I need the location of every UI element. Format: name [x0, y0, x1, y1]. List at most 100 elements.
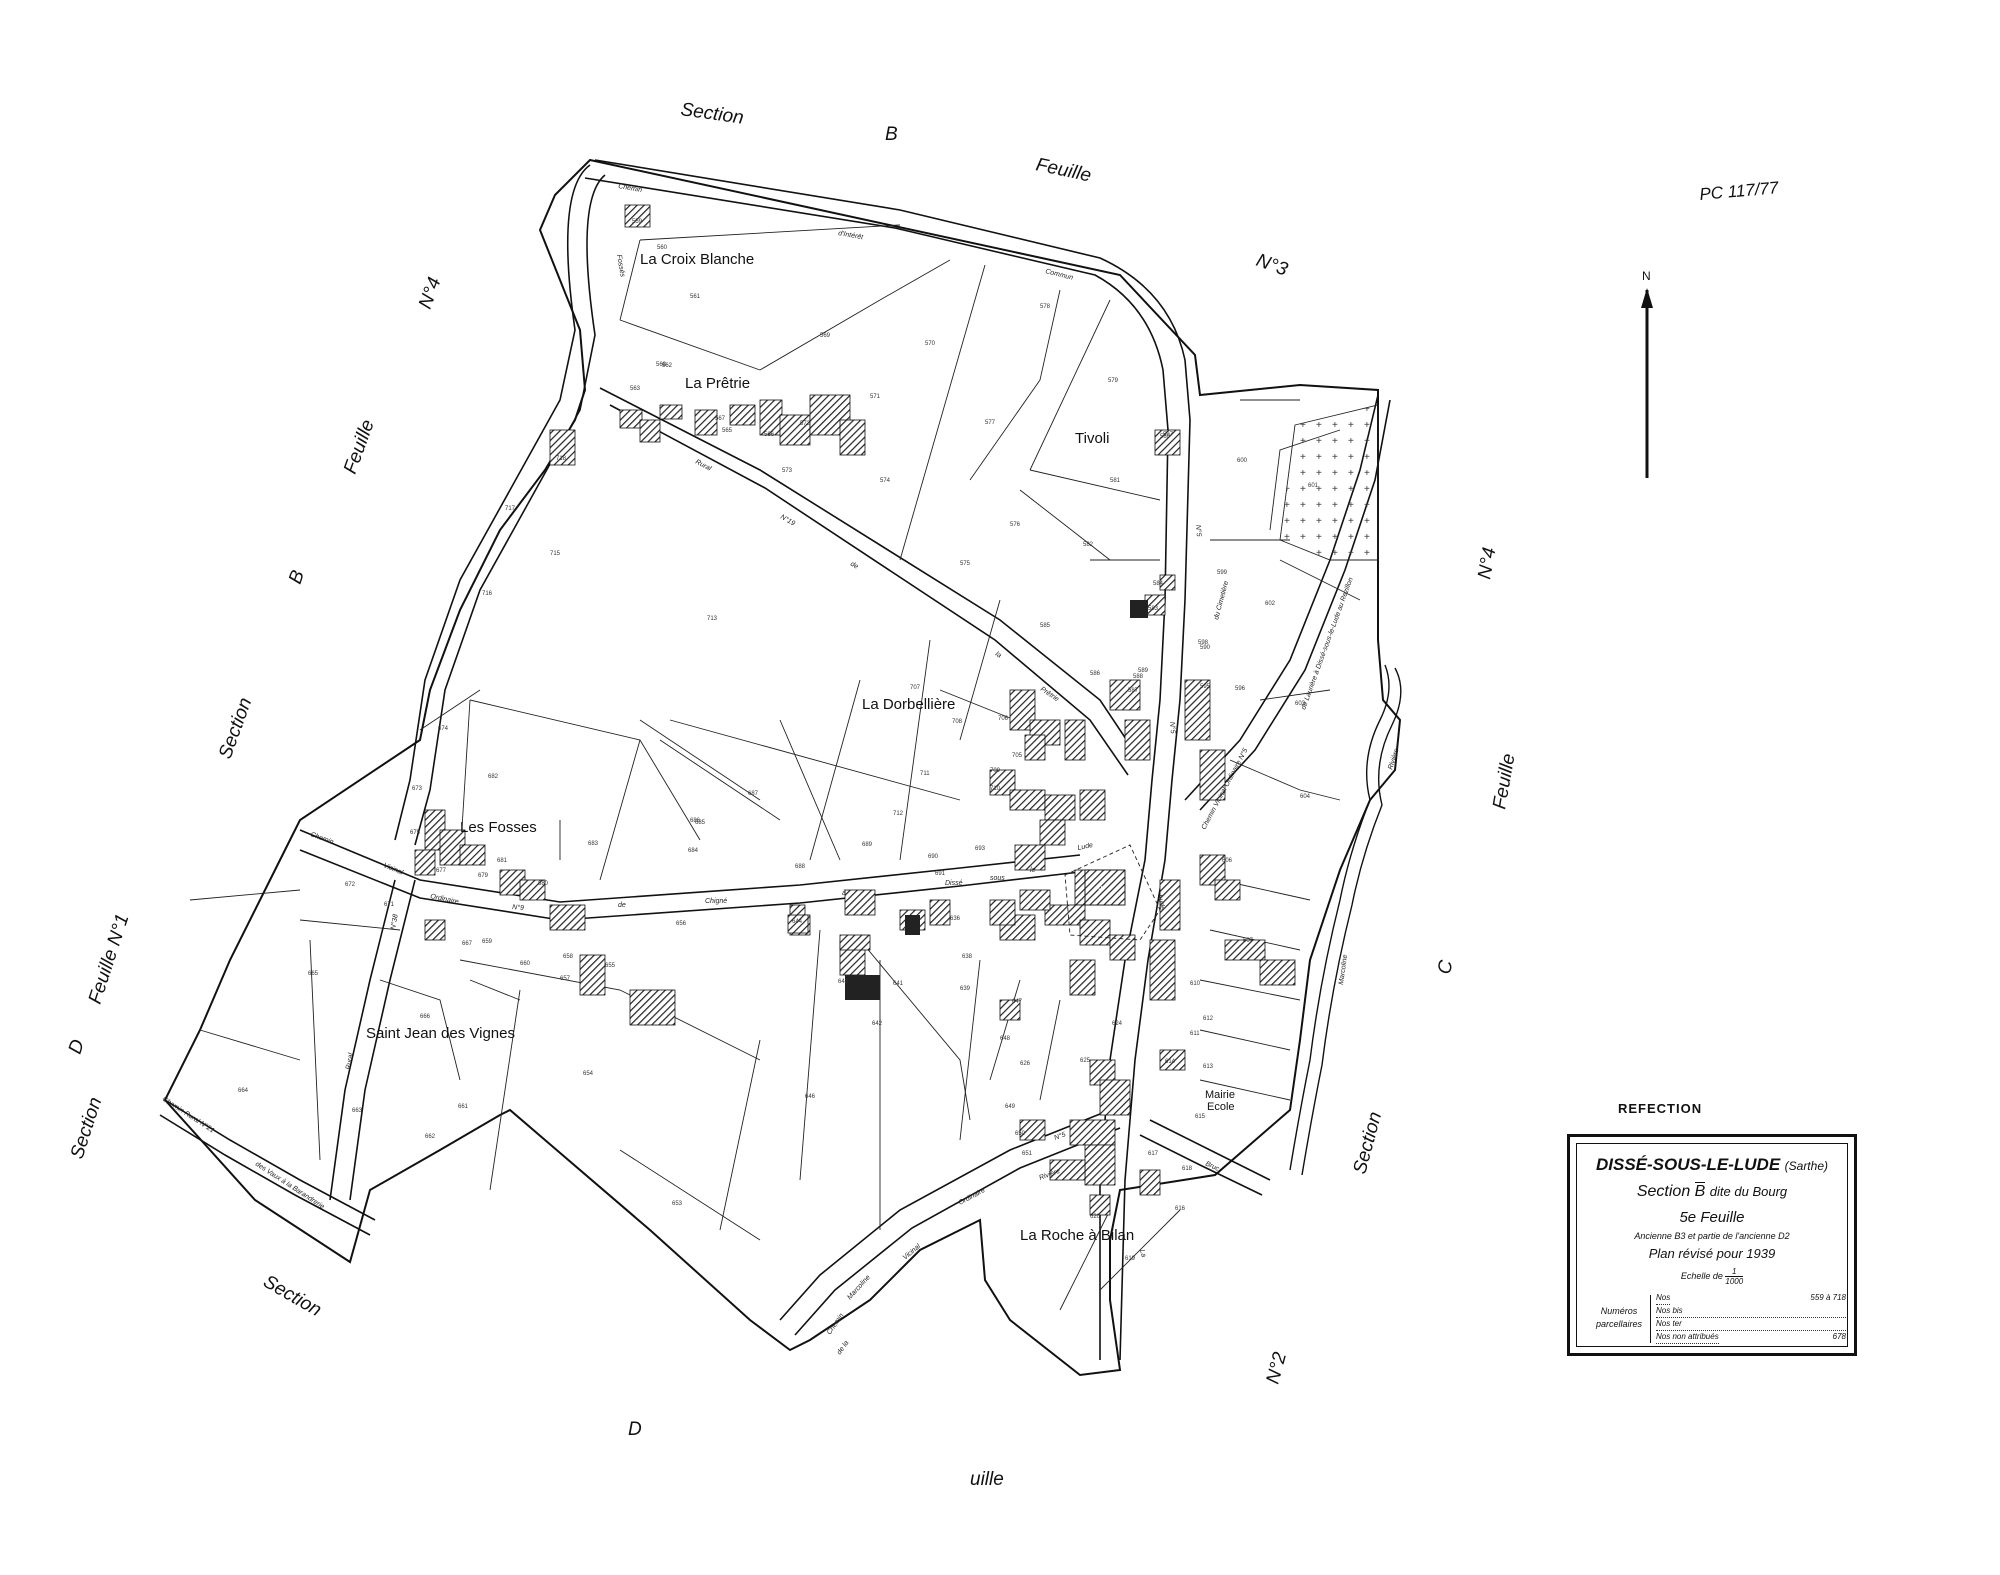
- road-label-ordinaire-b: Ordinaire: [958, 1187, 987, 1207]
- church-enclosure: [1064, 844, 1161, 941]
- parcel-number: 710: [990, 786, 1001, 792]
- parcel-number: 580: [1160, 434, 1171, 440]
- cartouche-row: Nos bis: [1656, 1305, 1846, 1318]
- cartouche-dept: (Sarthe): [1784, 1159, 1828, 1173]
- cartouche-section-letter: B: [1694, 1182, 1706, 1200]
- parcel-number: 661: [458, 1104, 469, 1110]
- parcel-number: 576: [1010, 522, 1021, 528]
- road-label-n5c: N°5: [1053, 1130, 1067, 1142]
- cartouche-commune: DISSÉ-SOUS-LE-LUDE: [1596, 1155, 1781, 1174]
- parcel-number: 664: [238, 1088, 249, 1094]
- parcel-number: 614: [1165, 1059, 1176, 1065]
- parcel-number: 601: [1308, 483, 1319, 489]
- parcel-number: 585: [1040, 623, 1051, 629]
- road-label-commun: Commun: [1045, 268, 1074, 282]
- parcel-number: 559: [632, 219, 643, 225]
- top-number-label: N°3: [1253, 250, 1291, 281]
- parcel-number: 682: [488, 774, 499, 780]
- cartouche-feuille: 5e Feuille: [1679, 1209, 1745, 1226]
- place-saint-jean: Saint Jean des Vignes: [366, 1025, 515, 1042]
- bottom-d-letter: D: [628, 1419, 642, 1440]
- road-label-rural-b: Rural: [345, 1052, 355, 1070]
- parcel-number: 688: [795, 864, 806, 870]
- parcel-number: 574: [880, 478, 891, 484]
- cartouche-section-prefix: Section: [1636, 1183, 1691, 1200]
- parcel-number: 672: [345, 882, 356, 888]
- parcel-number: 584: [1153, 581, 1164, 587]
- place-dorbelliere: La Dorbellière: [862, 696, 955, 713]
- parcel-number: 578: [1040, 304, 1051, 310]
- parcel-number: 589: [1138, 668, 1149, 674]
- parcel-number: 707: [910, 685, 921, 691]
- parcel-number: 638: [962, 954, 973, 960]
- parcel-number: 649: [1005, 1104, 1016, 1110]
- church-building: [1084, 869, 1126, 906]
- parcel-number: 567: [715, 416, 726, 422]
- roads: [159, 159, 1391, 1361]
- parcel-number: 606: [1222, 858, 1233, 864]
- road-label-chigne: Chigné: [705, 898, 727, 905]
- parcel-number: 560: [657, 245, 668, 251]
- parcel-number: 582: [1083, 542, 1094, 548]
- cartouche-section-name: dite du Bourg: [1709, 1184, 1788, 1199]
- place-mairie: Mairie: [1205, 1089, 1235, 1101]
- parcel-number: 650: [1015, 1131, 1026, 1137]
- parcel-number: 667: [462, 941, 473, 947]
- place-croix-blanche: La Croix Blanche: [640, 251, 754, 268]
- cartouche-row: Nos 559 à 718: [1656, 1292, 1846, 1305]
- parcel-number: 562: [662, 363, 673, 369]
- cartouche-ancienne: Ancienne B3 et partie de l'ancienne D2: [1634, 1231, 1790, 1241]
- parcel-number: 656: [676, 921, 687, 927]
- right-section-letter: C: [1434, 958, 1457, 975]
- parcel-number: 575: [960, 561, 971, 567]
- road-label-chemin-b: Chemin: [826, 1312, 846, 1336]
- road-label-des-vaux: des Vaux à la Barandrerie: [254, 1161, 326, 1211]
- parcel-number: 571: [870, 394, 881, 400]
- top-section-letter: B: [885, 124, 898, 145]
- parcel-number: 596: [1235, 686, 1246, 692]
- top-feuille-label: Feuille: [1034, 154, 1093, 186]
- parcel-number: 690: [928, 854, 939, 860]
- parcel-number: 655: [605, 963, 616, 969]
- parcel-number: 639: [960, 986, 971, 992]
- place-fosses: Les Fosses: [460, 819, 537, 836]
- north-arrow: N: [1641, 269, 1653, 478]
- parcel-number: 691: [935, 871, 946, 877]
- parcel-number: 618: [1182, 1166, 1193, 1172]
- parcel-number: 715: [550, 551, 561, 557]
- parcel-number: 662: [425, 1134, 436, 1140]
- river: [1289, 664, 1402, 1176]
- parcel-number: 561: [690, 294, 701, 300]
- parcel-number: 674: [438, 726, 449, 732]
- parcel-number: 597: [1163, 432, 1174, 438]
- parcel-number: 654: [583, 1071, 594, 1077]
- road-label-de: de: [849, 561, 859, 571]
- left-section-letter: B: [285, 567, 309, 586]
- parcel-number: 651: [1022, 1151, 1033, 1157]
- church-cross: +: [1098, 882, 1105, 896]
- parcel-number: 665: [308, 971, 319, 977]
- vineyard-area: [1279, 404, 1379, 561]
- road-label-de-la: de la: [836, 1340, 851, 1357]
- parcel-number: 643: [838, 979, 849, 985]
- parcel-number: 713: [707, 616, 718, 622]
- parcel-number: 619: [1125, 1256, 1136, 1262]
- place-tivoli: Tivoli: [1075, 430, 1109, 447]
- road-label-vicinal: Vicinal: [382, 862, 404, 876]
- parcel-number: 577: [985, 420, 996, 426]
- parcel-numbers: 559 560 561 562 563 569 570 571 572 573 …: [238, 219, 1319, 1262]
- parcel-number: 666: [420, 1014, 431, 1020]
- parcel-number: 659: [482, 939, 493, 945]
- parcel-boundaries: [189, 224, 1361, 1311]
- road-label-lude-south: Lude: [1156, 894, 1166, 911]
- parcel-number: 615: [1195, 1114, 1206, 1120]
- parcel-number: 573: [782, 468, 793, 474]
- parcel-number: 598: [1198, 640, 1209, 646]
- parcel-number: 642: [872, 1021, 883, 1027]
- road-label-n38: N°38: [389, 913, 400, 930]
- parcel-number: 610: [1190, 981, 1201, 987]
- road-label-interet: d'Intérêt: [838, 230, 865, 241]
- cartouche-row: Nos ter: [1656, 1318, 1846, 1331]
- bottom-section-label: Section: [260, 1271, 325, 1321]
